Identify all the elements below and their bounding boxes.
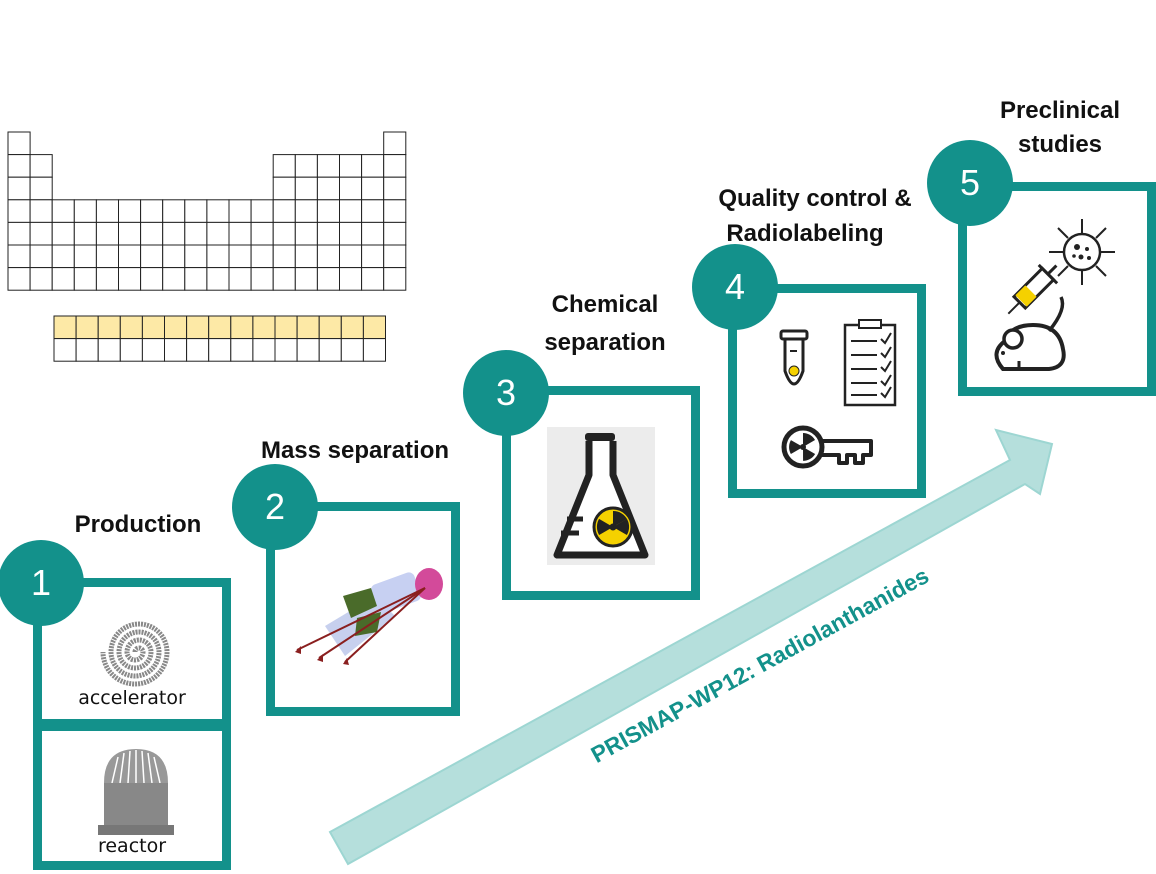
- step-2-title: Mass separation: [260, 437, 450, 464]
- step-5-title-line2: studies: [1017, 131, 1103, 158]
- reactor-icon: [98, 749, 174, 835]
- step-4-box: [728, 284, 926, 498]
- syringe-icon: [1007, 263, 1059, 315]
- step-1-box-accelerator: accelerator: [33, 578, 231, 728]
- test-tube-icon: [779, 329, 809, 386]
- step-5-number: 5: [927, 140, 1013, 226]
- step-2-number: 2: [232, 464, 318, 550]
- step-1-title: Production: [74, 511, 202, 538]
- step-4-number: 4: [692, 244, 778, 330]
- step-3-title-line1: Chemical: [551, 291, 659, 318]
- step-3-box: [502, 386, 700, 600]
- checklist-icon: [843, 319, 897, 407]
- flask-radiation-icon: [553, 433, 649, 559]
- step-3-title-line2: separation: [544, 329, 666, 356]
- mouse-icon: [994, 296, 1066, 371]
- spiral-icon: [100, 621, 170, 687]
- radiation-key-icon: [781, 425, 873, 469]
- mass-separator-icon: [295, 568, 443, 665]
- pathway-arrow-shape: [328, 428, 1054, 866]
- periodic-table: [7, 131, 407, 362]
- accelerator-caption: accelerator: [78, 687, 186, 709]
- step-1-number: 1: [0, 540, 84, 626]
- step-4-title-line1: Quality control &: [718, 185, 912, 212]
- step-5-title-line1: Preclinical: [999, 97, 1121, 124]
- step-3-number: 3: [463, 350, 549, 436]
- reactor-caption: reactor: [97, 835, 167, 857]
- virus-icon: [1049, 219, 1115, 285]
- element-cell: [383, 267, 407, 291]
- step-5-box: [958, 182, 1156, 396]
- actinide-cell: [362, 338, 386, 362]
- step-4-title-line2: Radiolabeling: [726, 220, 884, 247]
- step-1-box-reactor: reactor: [33, 722, 231, 870]
